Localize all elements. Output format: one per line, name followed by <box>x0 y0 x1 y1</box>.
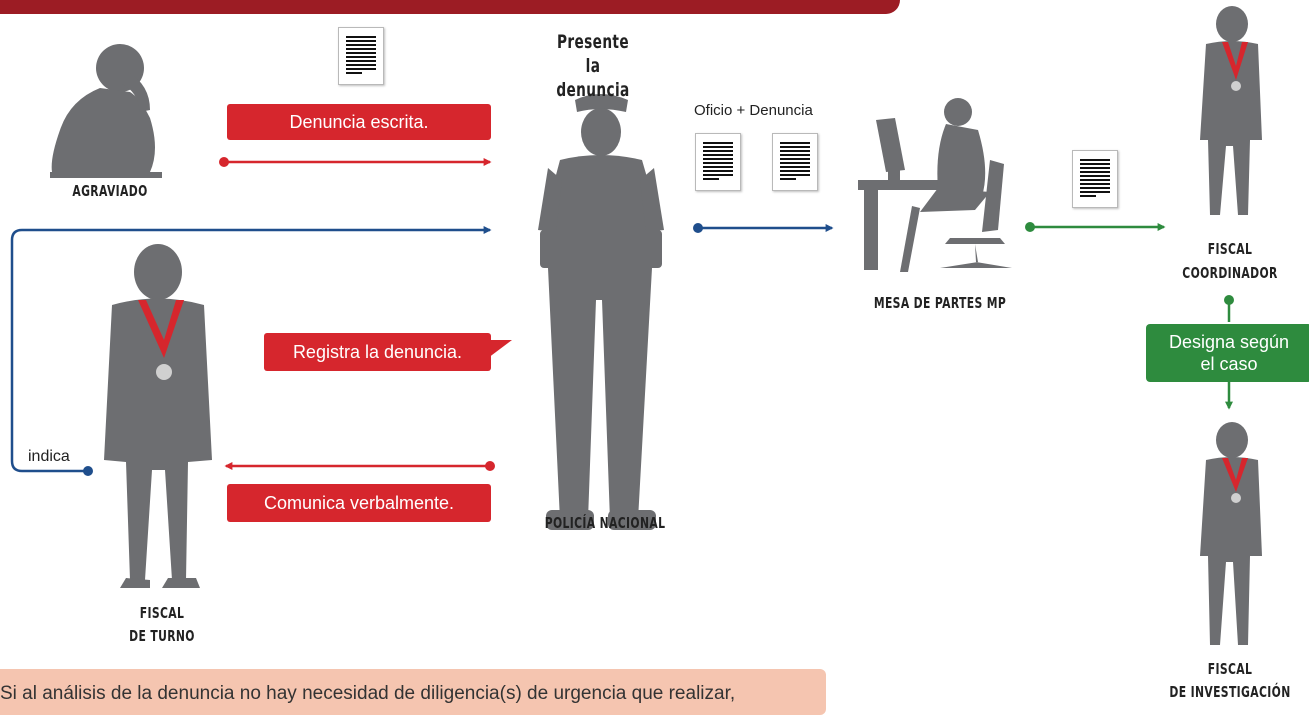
caption-fiscal-inv-2: DE INVESTIGACIÓN <box>1169 683 1291 701</box>
caption-presente: Presente la denuncia <box>556 31 630 101</box>
box-comunica: Comunica verbalmente. <box>227 484 491 522</box>
caption-fiscal-coord-1: FISCAL <box>1207 240 1253 258</box>
fiscal-turno-figure <box>104 244 212 588</box>
arrow-mesa-coordinador <box>1025 222 1166 232</box>
oficio-label: Oficio + Denuncia <box>694 102 813 119</box>
arrow-oficio <box>693 223 834 233</box>
note-text: Si al análisis de la denuncia no hay nec… <box>0 683 736 704</box>
caption-fiscal-turno-1: FISCAL <box>139 604 185 622</box>
agraviado-figure <box>50 44 162 178</box>
document-icon-denuncia <box>772 133 818 191</box>
caption-agraviado: AGRAVIADO <box>72 182 148 200</box>
caption-fiscal-turno-2: DE TURNO <box>129 627 195 645</box>
fiscal-investigacion-figure <box>1200 422 1262 645</box>
box-denuncia-escrita: Denuncia escrita. <box>227 104 491 140</box>
mesa-figure <box>858 98 1012 272</box>
document-icon-mesa <box>1072 150 1118 208</box>
registra-tail <box>488 340 512 358</box>
fiscal-coordinador-figure <box>1200 6 1262 215</box>
arrow-designa <box>1224 295 1234 410</box>
caption-mesa: MESA DE PARTES MP <box>873 294 1007 312</box>
header-bar <box>0 0 900 14</box>
caption-policia: POLICÍA NACIONAL <box>544 514 666 532</box>
arrow-denuncia-escrita <box>219 157 492 167</box>
indica-label: indica <box>28 448 70 465</box>
police-figure <box>538 94 664 530</box>
box-registra: Registra la denuncia. <box>264 333 491 371</box>
arrow-comunica <box>224 461 495 471</box>
document-icon-top <box>338 27 384 85</box>
caption-fiscal-inv-1: FISCAL <box>1207 660 1253 678</box>
arrow-indica <box>10 225 492 476</box>
caption-fiscal-coord-2: COORDINADOR <box>1182 264 1278 282</box>
document-icon-oficio <box>695 133 741 191</box>
box-designa: Designa según el caso <box>1146 324 1309 382</box>
bottom-note: Si al análisis de la denuncia no hay nec… <box>0 669 826 715</box>
